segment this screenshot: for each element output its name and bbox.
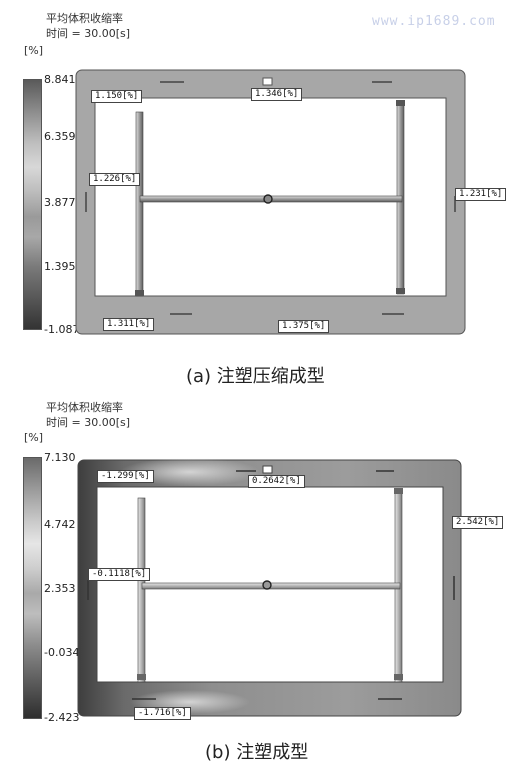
panel-b-tick-0: 7.130 [44, 451, 76, 464]
panel-a-tick-1: 6.359 [44, 130, 76, 143]
panel-a-runners [135, 100, 405, 297]
panel-b-runners [137, 488, 403, 683]
panel-a-tag-top-center: 1.346[%] [251, 88, 303, 101]
panel-b-part-model [77, 458, 462, 717]
panel-b-time: 时间 = 30.00[s] [46, 416, 131, 429]
panel-a-tick-2: 3.877 [44, 196, 76, 209]
panel-b-tag-mid-right: 2.542[%] [452, 516, 504, 529]
panel-b-tick-3: -0.0349 [44, 646, 87, 659]
panel-a-caption: (a) 注塑压缩成型 [186, 366, 325, 387]
panel-b-tag-bottom-left: -1.716[%] [134, 707, 191, 720]
panel-a-unit: [%] [24, 44, 44, 57]
panel-b-tick-2: 2.353 [44, 582, 76, 595]
panel-b-tag-top-center: 0.2642[%] [248, 475, 305, 488]
panel-a-tick-0: 8.841 [44, 73, 76, 86]
panel-a-tick-4: -1.087 [44, 323, 80, 336]
panel-a-color-scale [23, 79, 42, 330]
watermark: www.ip1689.com [372, 14, 496, 29]
panel-b-tag-mid-left: -0.1118[%] [88, 568, 151, 581]
panel-a-tag-mid-left: 1.226[%] [89, 173, 141, 186]
panel-a-time: 时间 = 30.00[s] [46, 27, 131, 40]
panel-b-tick-4: -2.423 [44, 711, 80, 724]
panel-a-tag-top-left: 1.150[%] [91, 90, 143, 103]
panel-b-color-scale [23, 457, 42, 719]
panel-b-unit: [%] [24, 431, 44, 444]
panel-a-title: 平均体积收缩率 [46, 12, 123, 25]
panel-a-tick-3: 1.395 [44, 260, 76, 273]
panel-b-title: 平均体积收缩率 [46, 401, 123, 414]
panel-b-caption: (b) 注塑成型 [205, 742, 309, 763]
panel-a-tag-bottom-center: 1.375[%] [278, 320, 330, 333]
panel-b-tag-top-left: -1.299[%] [97, 470, 154, 483]
panel-a-part-model [75, 69, 466, 335]
panel-b-tick-1: 4.742 [44, 518, 76, 531]
panel-a-tag-bottom-left: 1.311[%] [103, 318, 155, 331]
panel-a-tag-mid-right: 1.231[%] [455, 188, 507, 201]
